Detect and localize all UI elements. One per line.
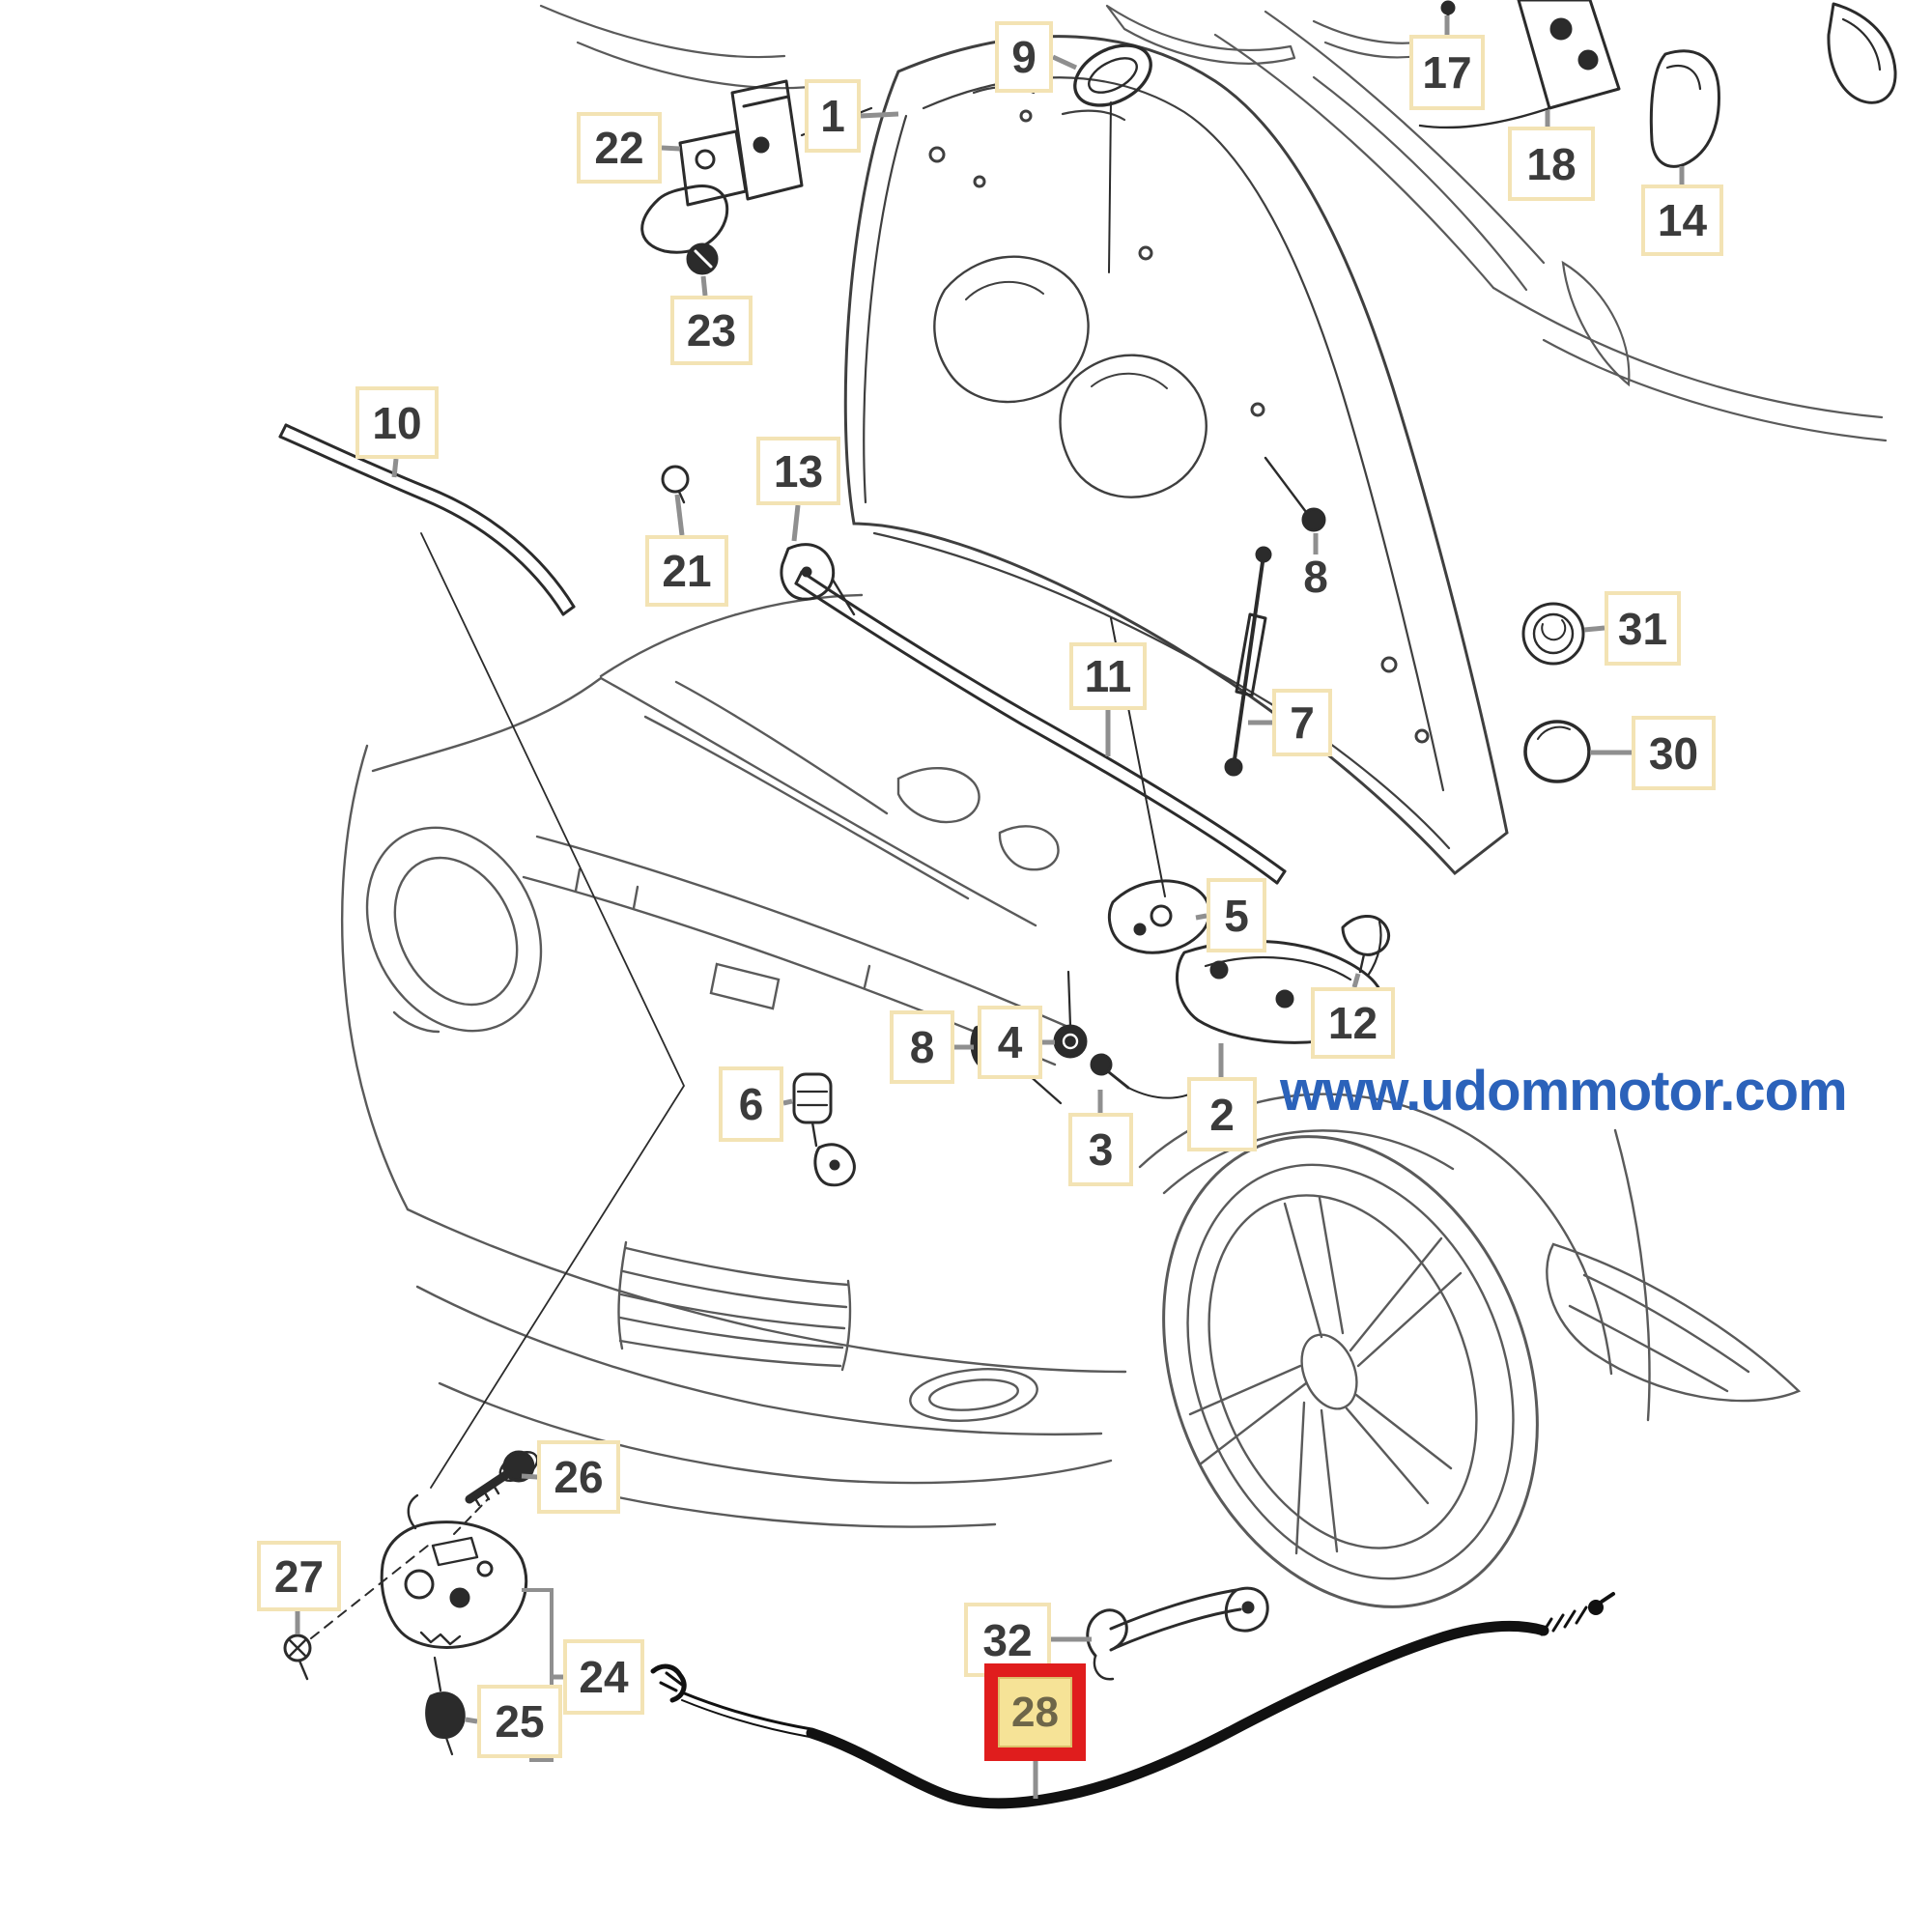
leader-lines <box>295 15 1685 1799</box>
part-label-2[interactable]: 2 <box>1187 1077 1257 1151</box>
leader-line-22 <box>661 145 681 152</box>
leader-line-6 <box>782 1098 793 1106</box>
part-label-25[interactable]: 25 <box>477 1685 562 1758</box>
part-label-22[interactable]: 22 <box>577 112 662 184</box>
leader-line-26 <box>521 1473 538 1480</box>
leader-line-13 <box>791 504 801 542</box>
part-label-1[interactable]: 1 <box>805 79 861 153</box>
part-label-31[interactable]: 31 <box>1605 591 1681 666</box>
leader-line-21 <box>674 494 685 536</box>
part-label-14[interactable]: 14 <box>1641 185 1723 256</box>
leader-line-23 <box>700 275 708 297</box>
leader-line-31 <box>1583 625 1605 633</box>
car-body-drawing <box>340 593 1802 1608</box>
part-label-12[interactable]: 12 <box>1311 987 1395 1059</box>
part-label-7[interactable]: 7 <box>1272 689 1332 756</box>
leader-line-5 <box>1195 913 1208 921</box>
part-label-18[interactable]: 18 <box>1508 127 1595 201</box>
part-label-4[interactable]: 4 <box>978 1006 1042 1079</box>
hood-drawing <box>843 35 1509 876</box>
part-label-9[interactable]: 9 <box>995 21 1053 93</box>
part-label-6[interactable]: 6 <box>719 1066 783 1142</box>
part-label-28[interactable]: 28 <box>984 1663 1086 1761</box>
leader-line-10 <box>391 458 399 478</box>
part-label-8-upper[interactable]: 8 <box>1303 552 1328 602</box>
part-label-13[interactable]: 13 <box>756 437 840 505</box>
leader-line-12 <box>1351 973 1361 988</box>
watermark-text: www.udommotor.com <box>1280 1060 1848 1122</box>
leader-line-9 <box>1051 54 1078 71</box>
part-label-30[interactable]: 30 <box>1632 716 1716 790</box>
part-label-5[interactable]: 5 <box>1207 878 1266 952</box>
part-label-21[interactable]: 21 <box>645 535 728 607</box>
leader-line-25 <box>465 1717 478 1724</box>
part-label-3[interactable]: 3 <box>1068 1113 1133 1186</box>
background-body-drawing <box>539 4 1888 442</box>
part-label-28-inner: 28 <box>998 1677 1072 1747</box>
part-label-17[interactable]: 17 <box>1409 35 1485 110</box>
part-label-11[interactable]: 11 <box>1069 642 1147 710</box>
leader-line-1 <box>860 111 899 119</box>
part-label-8-lower[interactable]: 8 <box>890 1010 954 1084</box>
part-label-10[interactable]: 10 <box>355 386 439 459</box>
part-label-24[interactable]: 24 <box>563 1639 644 1715</box>
release-cable-drawing <box>650 1592 1615 1809</box>
part-label-23[interactable]: 23 <box>670 296 753 365</box>
part-label-27[interactable]: 27 <box>257 1541 341 1611</box>
part-label-26[interactable]: 26 <box>537 1440 620 1514</box>
